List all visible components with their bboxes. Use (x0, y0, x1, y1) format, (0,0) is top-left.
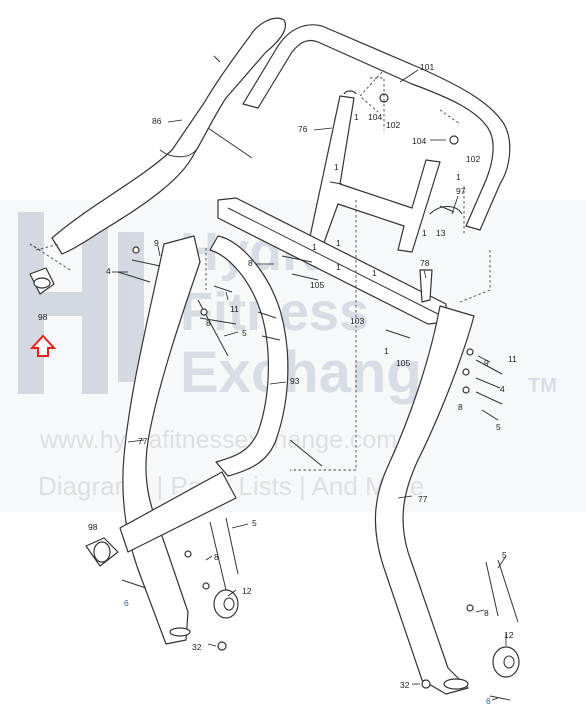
callout-9b: 9 (484, 358, 489, 368)
callout-102b: 102 (466, 154, 480, 164)
wheel-12-left (213, 589, 239, 619)
callout-32b: 32 (400, 680, 410, 690)
callout-11b: 11 (508, 354, 517, 364)
callout-1b: 1 (456, 172, 461, 182)
callout-78: 78 (420, 258, 430, 268)
endcap-98-upper (29, 267, 55, 295)
callout-13: 13 (436, 228, 446, 238)
tube-93 (209, 235, 323, 477)
callout-4a: 4 (106, 266, 111, 276)
endcap-98-lower (85, 537, 119, 567)
callout-104a: 104 (368, 112, 382, 122)
leader-lines (112, 69, 507, 701)
callout-1f: 1 (336, 238, 341, 248)
callout-6a: 6 (124, 598, 129, 608)
callout-12b: 12 (504, 630, 514, 640)
callout-1h: 1 (372, 268, 377, 278)
callout-1g: 1 (336, 262, 341, 272)
callout-105b: 105 (396, 358, 410, 368)
highlight-arrow (29, 334, 57, 357)
callout-8d: 8 (214, 552, 219, 562)
cable-78 (419, 269, 433, 303)
callout-1c: 1 (334, 162, 339, 172)
watermark-url: www.hydrafitnessexchange.com (39, 426, 397, 454)
assembly-outlines (35, 77, 491, 471)
watermark-tm: TM (528, 375, 557, 397)
callout-98b: 98 (88, 522, 98, 532)
callout-77b: 77 (418, 494, 428, 504)
callout-8a: 8 (248, 258, 253, 268)
callout-104b: 104 (412, 136, 426, 146)
callout-76: 76 (298, 124, 308, 134)
callout-1e: 1 (312, 242, 317, 252)
upright-left-77 (119, 235, 237, 645)
callout-8e: 8 (484, 608, 489, 618)
callout-93: 93 (290, 376, 300, 386)
callout-101: 101 (420, 62, 434, 72)
callout-1a: 1 (354, 112, 359, 122)
callout-97: 97 (456, 186, 466, 196)
callout-32a: 32 (192, 642, 202, 652)
callout-6b: 6 (486, 696, 491, 706)
part-97 (429, 206, 463, 215)
watermark-logo-mark (18, 212, 144, 394)
callout-105a: 105 (310, 280, 324, 290)
callout-102a: 102 (386, 120, 400, 130)
callout-98a: 98 (38, 312, 48, 322)
callout-12a: 12 (242, 586, 252, 596)
callout-11a: 11 (230, 304, 239, 314)
callout-4b: 4 (500, 384, 505, 394)
callout-8b: 8 (206, 318, 211, 328)
callout-9a: 9 (154, 238, 159, 248)
callout-5d: 5 (502, 550, 507, 560)
callout-labels: 101 86 76 104 102 1 104 102 1 1 97 13 1 … (38, 62, 517, 706)
callout-1d: 1 (422, 228, 427, 238)
callout-86: 86 (152, 116, 162, 126)
callout-5b: 5 (496, 422, 501, 432)
callout-8c: 8 (458, 402, 463, 412)
wheel-12-right (492, 646, 520, 678)
callout-77a: 77 (138, 436, 148, 446)
callout-5a: 5 (242, 328, 247, 338)
callout-5c: 5 (252, 518, 257, 528)
callout-103: 103 (350, 316, 364, 326)
upright-right-77 (374, 305, 475, 695)
callout-1i: 1 (384, 346, 389, 356)
handlebar-86 (29, 17, 286, 271)
watermark-line3: Exchange (180, 340, 454, 405)
handlebar-101 (242, 24, 511, 231)
